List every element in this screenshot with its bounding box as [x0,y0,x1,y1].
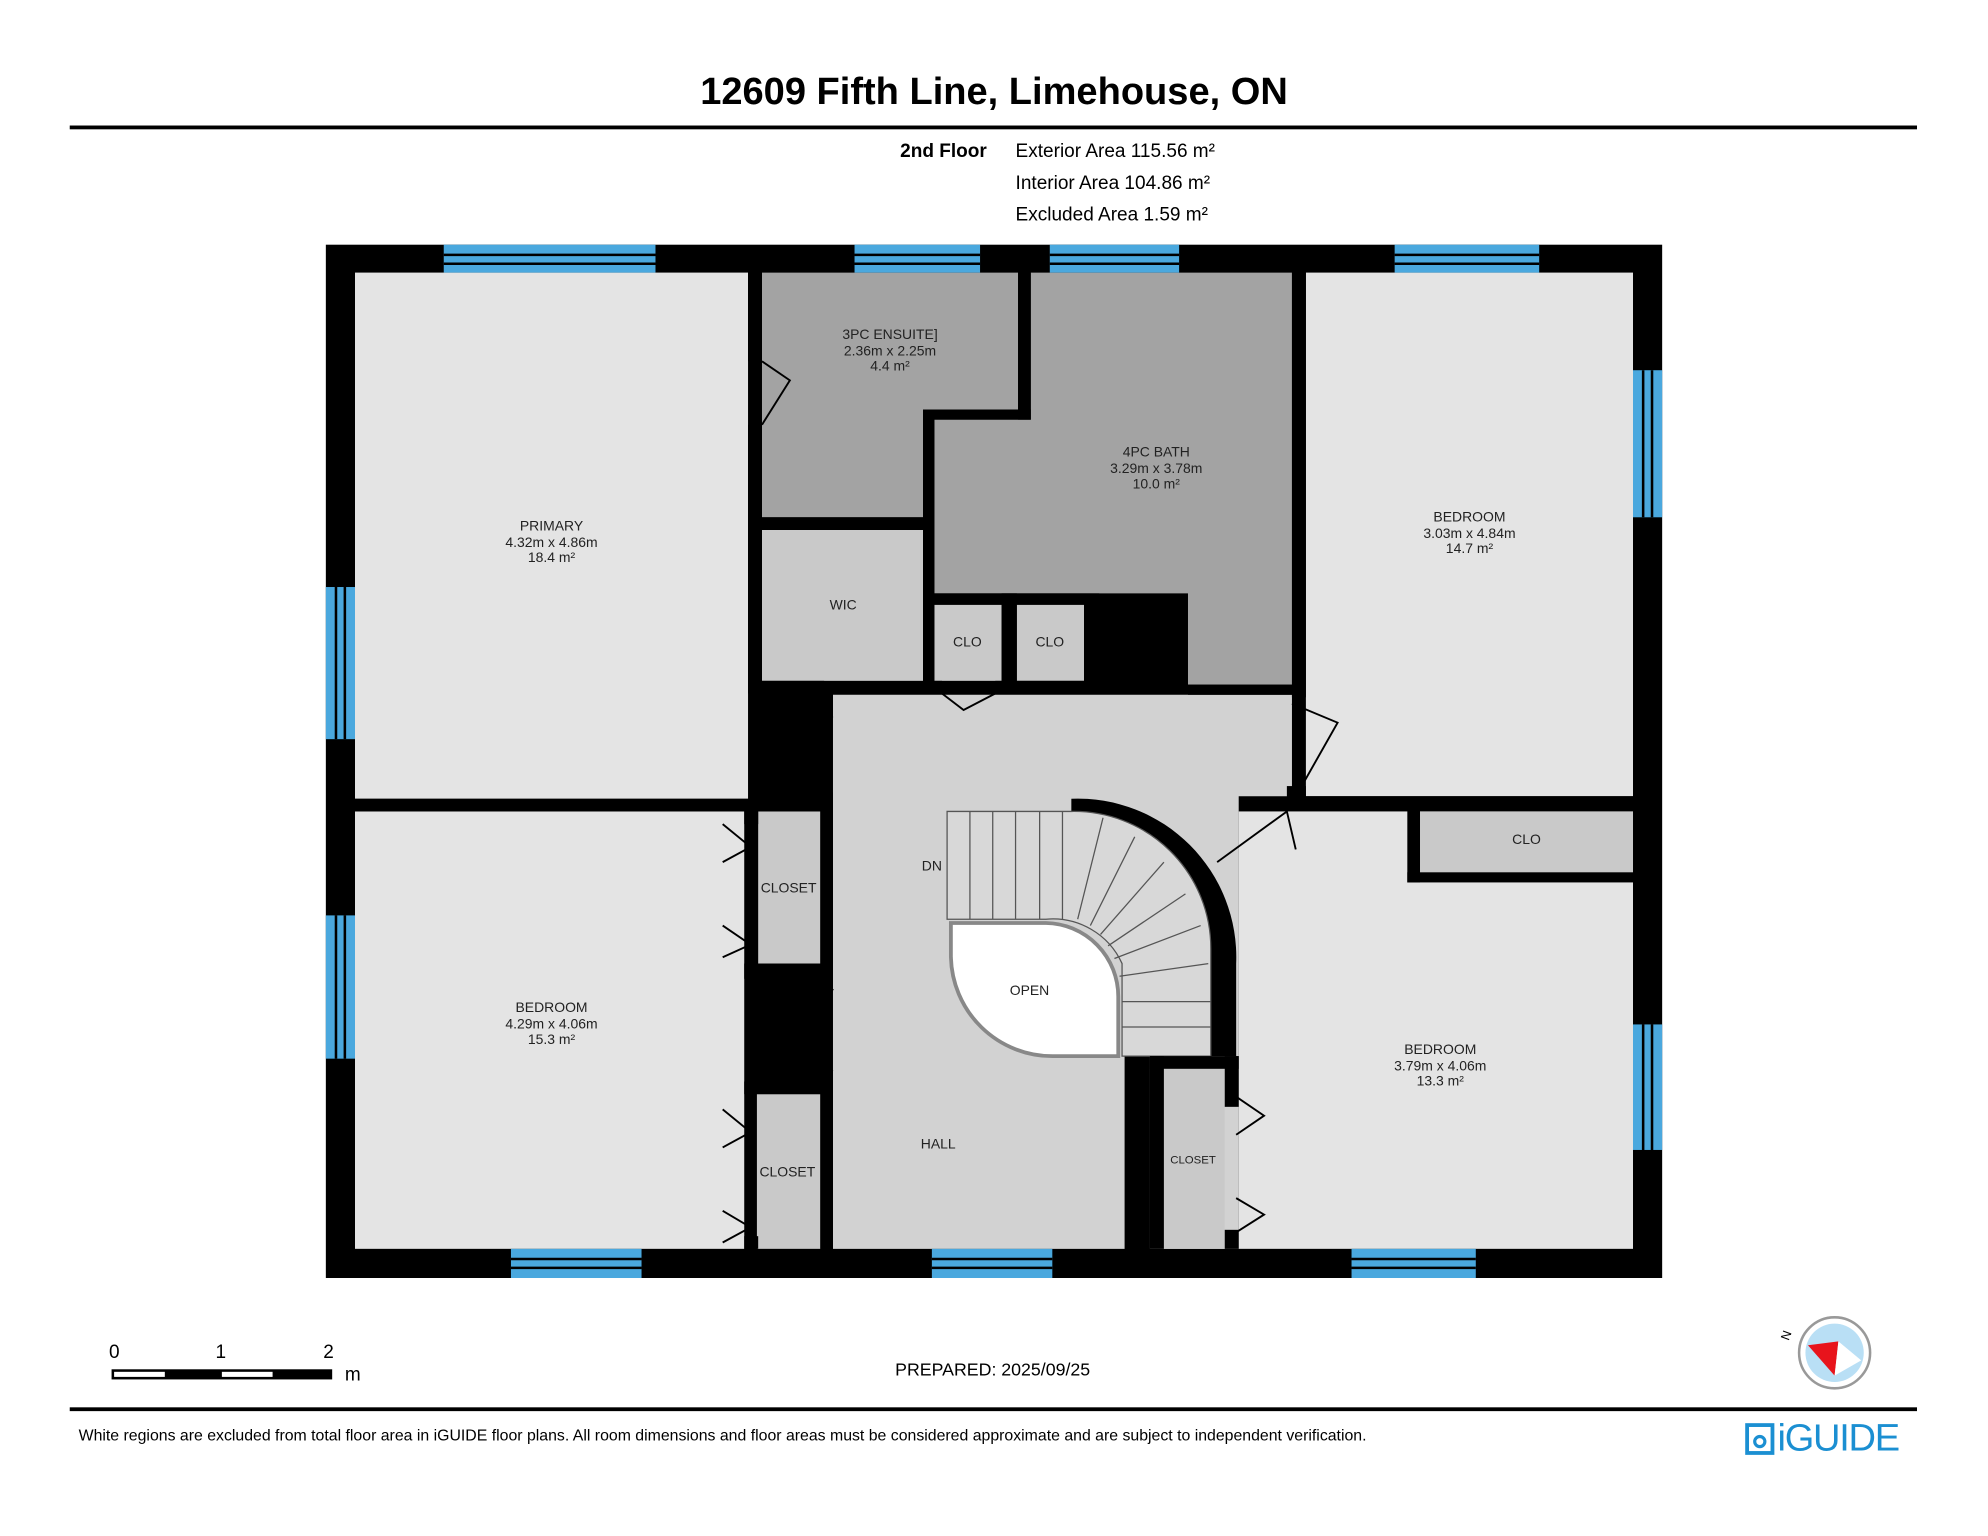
compass-icon [1797,1316,1872,1390]
window [443,244,656,273]
page-title: 12609 Fifth Line, Limehouse, ON [700,71,1288,113]
open-area [948,921,1121,1059]
window [1633,1024,1663,1150]
room-dims: 2.36m x 2.25m [843,343,937,359]
room-bedroom-sw [355,811,745,1249]
room-label-hall: HALL [920,1136,956,1153]
room-dims: 4.29m x 4.06m [505,1016,598,1032]
room-label-clo: CLO [953,634,982,651]
room-ensuite [761,272,1019,518]
room-closet-1 [758,811,821,964]
room-dims: 3.03m x 4.84m [1423,525,1516,542]
window-mullions [334,253,1654,1270]
disclaimer: White regions are excluded from total fl… [78,1426,1367,1445]
room-area: 14.7 m² [1445,541,1494,557]
room-primary [355,272,749,799]
room-closet-3 [1163,1068,1225,1249]
room-clo-3 [1420,811,1634,873]
room-area: 13.3 m² [1416,1074,1464,1090]
room-label-closet: CLOSET [760,880,817,897]
room-dims: 3.79m x 4.06m [1394,1058,1487,1074]
room-label-wic: WIC [829,598,857,614]
scale-tick-1: 1 [215,1341,227,1363]
room-clo-2 [1016,604,1085,681]
room-clo-1 [934,604,1002,681]
window [510,1248,642,1279]
staircase [946,810,1212,1057]
wall [1407,872,1634,883]
scale-unit: m [344,1364,361,1386]
room-name: BEDROOM [1404,1042,1477,1058]
room-closet-2 [756,1094,821,1249]
room-bedroom-ne [1305,272,1634,797]
scale-tick-0: 0 [109,1341,120,1363]
door-swings [722,360,1339,1244]
interior-walls [355,272,1634,1249]
room-dims: 3.29m x 3.78m [1110,461,1203,477]
window [931,1248,1053,1279]
room-name: PRIMARY [519,518,584,535]
window [1633,370,1663,518]
room-name: 3PC ENSUITE] [842,327,938,343]
room-bath [934,272,1292,685]
window [1049,244,1180,273]
room-label-clo: CLO [1035,634,1065,651]
wall [1407,806,1421,883]
excluded-area: Excluded Area 1.59 m² [1015,204,1208,226]
stair-treads [969,811,1211,1028]
room-area: 18.4 m² [527,550,576,566]
iguide-logo-icon [1745,1423,1775,1455]
window [325,587,356,740]
room-label-closet: CLOSET [1170,1153,1216,1167]
header-divider [69,125,1918,130]
footer-divider [69,1407,1918,1412]
room-area: 15.3 m² [527,1032,576,1048]
room-label-open: OPEN [1009,983,1050,999]
exterior-area: Exterior Area 115.56 m² [1015,140,1215,163]
iguide-logo-icon-lens [1753,1434,1767,1449]
room-wic [761,529,924,681]
window [1394,244,1540,273]
room-bedroom-se [1238,811,1634,1249]
room-name: 4PC BATH [1122,445,1190,461]
prepared-date: PREPARED: 2025/09/25 [895,1359,1091,1380]
scale-bar [111,1369,333,1380]
room-label-clo: CLO [1512,832,1541,848]
scale-tick-2: 2 [323,1341,334,1363]
room-dims: 4.32m x 4.86m [505,534,598,550]
stair-wall [1071,798,1237,1057]
floor-name: 2nd Floor [900,140,987,163]
room-area: 10.0 m² [1132,477,1180,493]
stair-down-label: DN [921,859,942,875]
iguide-logo: iGUIDE [1777,1417,1901,1460]
window [325,915,356,1059]
interior-area: Interior Area 104.86 m² [1015,172,1211,194]
window [1351,1248,1476,1279]
room-name: BEDROOM [515,1000,588,1016]
room-label-closet: CLOSET [759,1164,816,1181]
room-name: BEDROOM [1433,509,1506,526]
room-area: 4.4 m² [870,359,910,375]
windows [325,244,1663,1279]
window [854,244,981,273]
